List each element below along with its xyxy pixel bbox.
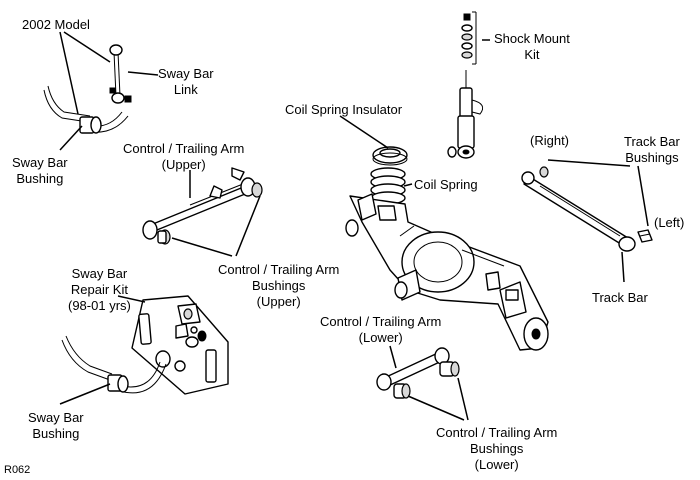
label-line: Sway Bar xyxy=(71,266,128,281)
label-2002-model: 2002 Model xyxy=(22,17,90,32)
label-right: (Right) xyxy=(530,133,570,148)
label-line: Sway Bar xyxy=(158,66,214,81)
coil-spring-part xyxy=(370,167,406,205)
lower-control-arm xyxy=(376,347,460,399)
label-control-arm-lower: Control / Trailing Arm (Lower) xyxy=(320,314,441,346)
label-coil-spring-insulator: Coil Spring Insulator xyxy=(285,102,403,117)
label-line: Track Bar xyxy=(624,134,680,149)
label-track-bar: Track Bar xyxy=(592,290,648,305)
label-line: Control / Trailing Arm xyxy=(320,314,442,329)
label-line: Link xyxy=(173,82,198,97)
label-line: Bushings xyxy=(251,278,306,293)
label-coil-spring: Coil Spring xyxy=(414,177,478,192)
label-left: (Left) xyxy=(654,215,685,230)
label-control-arm-bushings-lower: Control / Trailing Arm Bushings (Lower) xyxy=(436,425,557,473)
label-line: Bushings xyxy=(625,150,679,165)
upper-control-arm xyxy=(142,167,263,245)
label-line: (Lower) xyxy=(358,330,403,345)
coil-spring-insulator-part xyxy=(372,146,408,166)
label-diagram-code: R062 xyxy=(4,464,31,476)
label-sway-bar-bushing-bottom: Sway Bar Bushing xyxy=(28,410,84,442)
sway-bar-bottom xyxy=(61,335,167,394)
label-line: Shock Mount xyxy=(494,31,570,46)
label-line: Kit xyxy=(524,47,540,62)
label-line: Sway Bar xyxy=(12,155,68,170)
label-sway-bar-repair-kit: Sway Bar Repair Kit (98-01 yrs) xyxy=(68,266,131,314)
label-line: (Lower) xyxy=(474,457,519,472)
label-sway-bar-link: Sway Bar Link xyxy=(158,66,214,98)
label-line: (Upper) xyxy=(161,157,206,172)
track-bar-part xyxy=(521,166,653,252)
label-track-bar-bushings: Track Bar Bushings xyxy=(624,134,680,166)
label-line: Bushing xyxy=(32,426,80,441)
sway-bar-repair-kit xyxy=(131,295,229,395)
label-sway-bar-bushing-top: Sway Bar Bushing xyxy=(12,155,68,187)
shock-absorber-part xyxy=(447,70,484,159)
leader-lines xyxy=(59,31,649,421)
label-control-arm-bushings-upper: Control / Trailing Arm Bushings (Upper) xyxy=(218,262,339,310)
label-shock-mount-kit: Shock Mount Kit xyxy=(494,31,570,63)
label-line: Control / Trailing Arm xyxy=(123,141,245,156)
rear-axle-housing xyxy=(345,193,549,351)
label-line: Bushings xyxy=(469,441,524,456)
sway-bar-link-part xyxy=(109,44,132,104)
label-line: Repair Kit xyxy=(70,282,128,297)
label-line: Bushing xyxy=(16,171,64,186)
label-line: Control / Trailing Arm xyxy=(218,262,340,277)
shock-mount-kit-part xyxy=(461,11,477,65)
label-line: (Upper) xyxy=(256,294,301,309)
sway-bar-2002 xyxy=(43,85,129,134)
label-line: (98-01 yrs) xyxy=(68,298,131,313)
label-line: Sway Bar xyxy=(28,410,84,425)
label-control-arm-upper: Control / Trailing Arm (Upper) xyxy=(123,141,244,173)
label-line: Control / Trailing Arm xyxy=(436,425,558,440)
